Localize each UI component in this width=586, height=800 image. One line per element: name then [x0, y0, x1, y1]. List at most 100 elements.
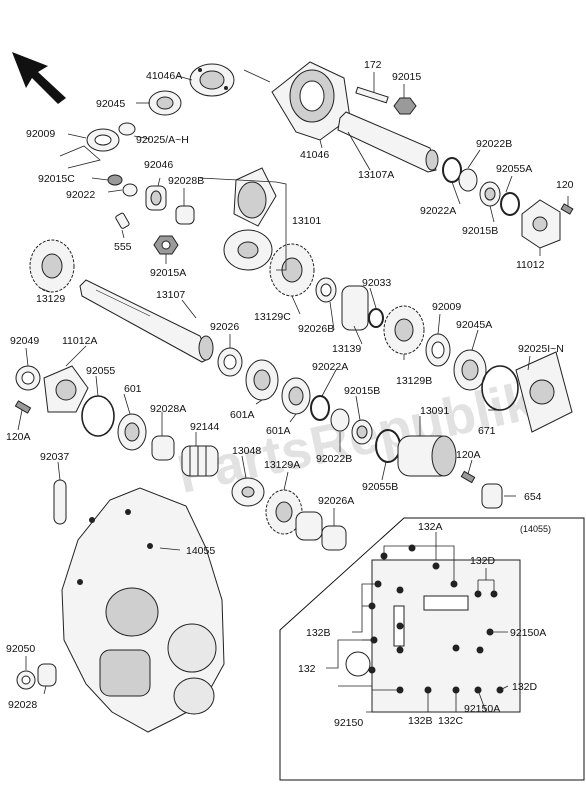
bolt-120a-2 — [460, 470, 476, 484]
bearing-601 — [117, 413, 147, 451]
label-132d: 132D — [470, 555, 496, 567]
bearing-92045 — [148, 90, 182, 116]
circlip-92033 — [368, 308, 384, 328]
seal-92050 — [16, 670, 36, 690]
label-601a-2: 601A — [230, 409, 255, 421]
collar-92022b-2 — [330, 408, 350, 432]
label-13129c: 13129C — [254, 311, 291, 323]
label-13101: 13101 — [292, 215, 321, 227]
label-11012a: 11012A — [62, 335, 97, 347]
inset-box — [279, 517, 585, 781]
washer-92026b — [315, 277, 337, 303]
label-92144: 92144 — [190, 421, 219, 433]
nut-92015 — [393, 97, 417, 115]
label-13048: 13048 — [232, 445, 261, 457]
label-120a-2: 120A — [456, 449, 481, 461]
label-132a: 132A — [418, 521, 443, 533]
label-41046: 41046 — [300, 149, 329, 161]
dog-13048 — [231, 477, 265, 507]
label-172: 172 — [364, 59, 382, 71]
bevel-gear-set-13101 — [223, 167, 277, 271]
drive-shaft-13107a — [337, 111, 439, 173]
label-132d-2: 132D — [512, 681, 538, 693]
part-labels: 41046A 172 92015 92045 92009 92025/A~H 4… — [6, 59, 574, 729]
label-13107: 13107 — [156, 289, 185, 301]
nut-92015c — [107, 174, 123, 186]
collar-654 — [481, 483, 503, 509]
cover-11012 — [521, 199, 561, 249]
label-132b-2: 132B — [408, 715, 433, 727]
shim-92025 — [118, 122, 136, 136]
label-92150: 92150 — [334, 717, 363, 729]
label-92049: 92049 — [10, 335, 39, 347]
cover-92025n — [515, 351, 573, 433]
collar-92028a — [151, 435, 175, 461]
label-92015b-2: 92015B — [344, 385, 380, 397]
label-132c: 132C — [438, 715, 464, 727]
washer-92026 — [217, 347, 243, 377]
label-92026a: 92026A — [318, 495, 354, 507]
oil-seal-92015b-2 — [351, 419, 373, 445]
bolt-172 — [355, 86, 389, 104]
label-120: 120 — [556, 179, 574, 191]
label-92055a: 92055A — [496, 163, 532, 175]
gear-hub-13129a — [295, 511, 323, 541]
o-ring-92055 — [81, 395, 115, 437]
label-92050: 92050 — [6, 643, 35, 655]
label-14055: 14055 — [186, 545, 215, 557]
label-92009: 92009 — [26, 128, 55, 140]
front-direction-arrow — [12, 52, 66, 104]
bushing-13139 — [341, 285, 369, 331]
spacer-92037 — [53, 479, 67, 525]
hub-13091 — [397, 435, 457, 477]
inset-code: (14055) — [520, 524, 551, 534]
spring-92144 — [181, 445, 219, 477]
bearing-housing-41046a — [189, 63, 235, 97]
label-654: 654 — [524, 491, 542, 503]
bearing-601a-2 — [281, 377, 311, 415]
label-92015: 92015 — [392, 71, 421, 83]
cover-11012a — [43, 365, 89, 413]
pin-555 — [115, 212, 130, 229]
bearing-92045a — [453, 349, 487, 391]
label-92025: 92025/A~H — [136, 134, 189, 146]
label-92033: 92033 — [362, 277, 391, 289]
label-92028b: 92028B — [168, 175, 204, 187]
main-shaft-13107 — [79, 279, 214, 363]
shim-92009 — [86, 128, 120, 152]
label-92028: 92028 — [8, 699, 37, 711]
label-92055b: 92055B — [362, 481, 398, 493]
label-92025n: 92025I~N — [518, 343, 564, 355]
label-92055: 92055 — [86, 365, 115, 377]
o-ring-671 — [481, 365, 519, 411]
label-13129b: 13129B — [396, 375, 432, 387]
bevel-housing-41046 — [271, 61, 351, 141]
gear-13129 — [29, 239, 75, 293]
shim-92009b — [425, 333, 451, 367]
label-92022b-2: 92022B — [316, 453, 352, 465]
label-92022b: 92022B — [476, 138, 512, 150]
collar-92022 — [122, 183, 138, 197]
label-92026b: 92026B — [298, 323, 334, 335]
label-555: 555 — [114, 241, 132, 253]
label-671: 671 — [478, 425, 496, 437]
label-92037: 92037 — [40, 451, 69, 463]
seal-92049 — [15, 365, 41, 391]
label-120a: 120A — [6, 431, 31, 443]
bolt-120a — [14, 400, 32, 414]
nut-92015a — [153, 235, 179, 255]
label-92015c: 92015C — [38, 173, 75, 185]
label-92028a: 92028A — [150, 403, 186, 415]
label-92046: 92046 — [144, 159, 173, 171]
label-13091: 13091 — [420, 405, 449, 417]
label-92022a-2: 92022A — [312, 361, 348, 373]
label-92150a-2: 92150A — [464, 703, 500, 715]
label-92045a: 92045A — [456, 319, 492, 331]
label-132b: 132B — [306, 627, 331, 639]
circlip-92022a-2 — [310, 395, 330, 421]
label-13107a: 13107A — [358, 169, 394, 181]
label-92015a: 92015A — [150, 267, 186, 279]
label-92009b: 92009 — [432, 301, 461, 313]
label-13139: 13139 — [332, 343, 361, 355]
